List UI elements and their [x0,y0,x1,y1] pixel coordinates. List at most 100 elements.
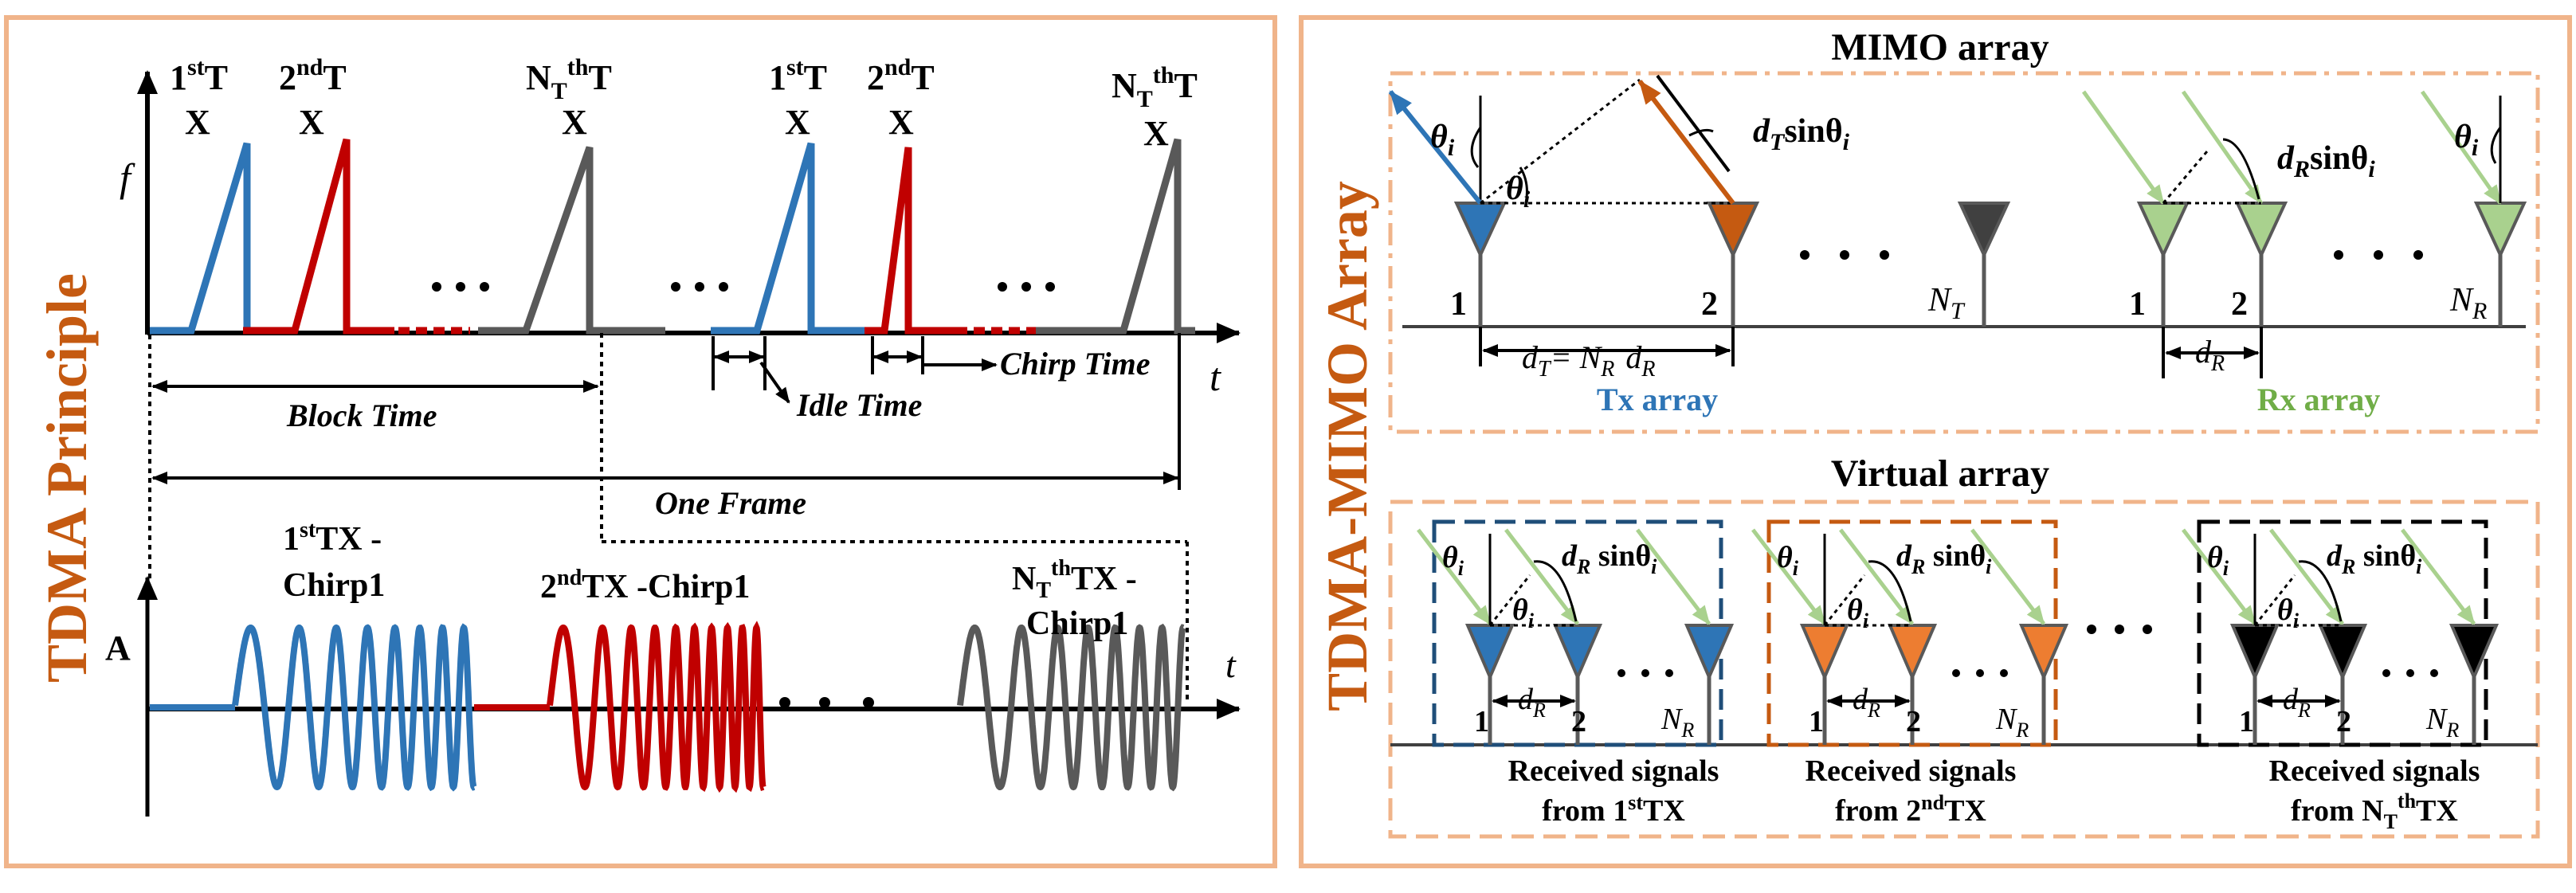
svg-text:2: 2 [1571,705,1586,738]
virtual-group-tx2: θi θi dR sinθi dR 1 2 NR [1751,519,2069,747]
rx-antennas [2136,202,2527,327]
svg-text:2: 2 [2336,705,2351,738]
chirp-4-blue [711,142,868,335]
tdma-principle-title: TDMA Principle [35,273,99,683]
svg-text:θi: θi [1430,119,1455,161]
svg-text:NR: NR [2425,703,2459,742]
svg-text:θi: θi [2454,119,2479,161]
svg-text:NT: NT [1927,282,1966,324]
svg-text:θi: θi [1506,170,1531,213]
tdma-mimo-title: TDMA-MIMO Array [1315,181,1379,711]
right-panel-border [1299,15,2572,868]
svg-text:X: X [888,103,914,142]
svg-text:NTthTX -: NTthTX - [1012,556,1137,603]
chirp-label-2: 2ndTX -Chirp1 [540,566,750,605]
chirp-3-gray [478,146,665,335]
tx-label-3: NTthT X [526,54,612,142]
svg-text:θi: θi [1512,593,1535,633]
waveform-tx1 [232,623,477,792]
top-dots [432,282,1055,292]
tx-label-2: 2ndT X [279,54,347,142]
tx-label-5: 2ndT X [867,54,935,142]
time-axis-label-bottom: t [1225,644,1237,685]
svg-text:θi: θi [1777,541,1799,580]
block-time-label: Block Time [286,398,437,433]
tx-labels: θi θi dTsinθi 1 2 NT [1430,113,1966,324]
svg-text:dR sinθi: dR sinθi [1896,539,1992,578]
svg-text:from 2ndTX: from 2ndTX [1835,791,1986,828]
rx-labels: dRsinθi θi 1 2 NR [2129,119,2487,324]
svg-text:X: X [1143,114,1169,153]
virtual-dot [2087,625,2096,634]
svg-text:θi: θi [2207,541,2229,580]
svg-text:2: 2 [1701,286,1718,323]
received-label-1: Received signals from 1stTX [1508,754,1719,828]
svg-text:NR: NR [1995,703,2029,742]
waveform-tx2 [547,621,767,793]
svg-text:2: 2 [2231,286,2248,323]
frame-markers [148,333,1189,701]
svg-text:X: X [562,103,587,142]
tx-label-4: 1stT X [769,54,827,142]
virtual-array-box [1388,499,2540,839]
svg-text:Chirp1: Chirp1 [283,567,385,604]
svg-text:NTthT: NTthT [526,54,612,104]
mimo-array-box [1388,71,2540,434]
svg-text:1: 1 [1474,705,1489,738]
svg-text:2ndTX -Chirp1: 2ndTX -Chirp1 [540,566,750,605]
svg-text:Received signals: Received signals [2269,754,2480,788]
dt-dimension [1479,327,1735,366]
svg-text:1stT: 1stT [170,54,228,97]
svg-text:X: X [185,103,210,142]
chirp-label-1: 1stTX - Chirp1 [283,518,385,604]
chirp-signals [150,138,1195,335]
svg-text:1: 1 [1450,286,1467,323]
svg-text:dTsinθi: dTsinθi [1753,113,1850,155]
svg-text:X: X [785,103,810,142]
chirp-label-3: NTthTX - Chirp1 [1012,556,1137,642]
chirp-5-red [865,147,956,335]
svg-text:dRsinθi: dRsinθi [2277,140,2375,182]
time-axis-label-top: t [1210,354,1221,399]
chirp-6-gray [1036,138,1195,335]
dr-dimension [2162,327,2263,378]
svg-text:X: X [299,103,324,142]
chirp-time-label: Chirp Time [1000,346,1151,382]
svg-text:dR sinθi: dR sinθi [1562,539,1657,578]
svg-text:1: 1 [2129,286,2146,323]
rx-array-label: Rx array [2257,382,2380,417]
svg-text:dR: dR [1853,683,1880,722]
idle-time-label: Idle Time [796,387,922,423]
received-label-2: Received signals from 2ndTX [1806,754,2017,828]
tx-array-label: Tx array [1597,382,1718,417]
svg-text:1: 1 [1809,705,1824,738]
svg-text:from NTthTX: from NTthTX [2291,789,2458,833]
virtual-array-title: Virtual array [1831,452,2049,495]
virtual-dot [2143,625,2152,634]
svg-text:Chirp1: Chirp1 [1026,605,1128,642]
svg-text:2: 2 [1906,705,1921,738]
waveform-txN [957,623,1186,792]
svg-text:1: 1 [2239,705,2254,738]
amp-axis-label: A [105,629,131,668]
svg-text:θi: θi [1847,593,1869,633]
svg-text:NR: NR [1660,703,1694,742]
rx-geometry [2081,90,2503,205]
svg-text:dR: dR [1518,683,1546,722]
tx-antennas [1453,202,2011,327]
svg-text:1stT: 1stT [769,54,827,97]
svg-text:θi: θi [1442,541,1464,580]
tx-label-1: 1stT X [170,54,228,142]
chirp-1-blue [150,142,279,335]
svg-text:1stTX -: 1stTX - [283,518,382,558]
svg-text:2ndT: 2ndT [279,54,347,97]
svg-text:2ndT: 2ndT [867,54,935,97]
virtual-group-tx1: θi θi dR sinθi dR 1 2 NR [1417,519,1735,747]
left-panel-border [4,15,1277,868]
svg-text:Received signals: Received signals [1806,754,2017,788]
bottom-dots [779,697,874,708]
svg-text:from 1stTX: from 1stTX [1542,791,1685,828]
